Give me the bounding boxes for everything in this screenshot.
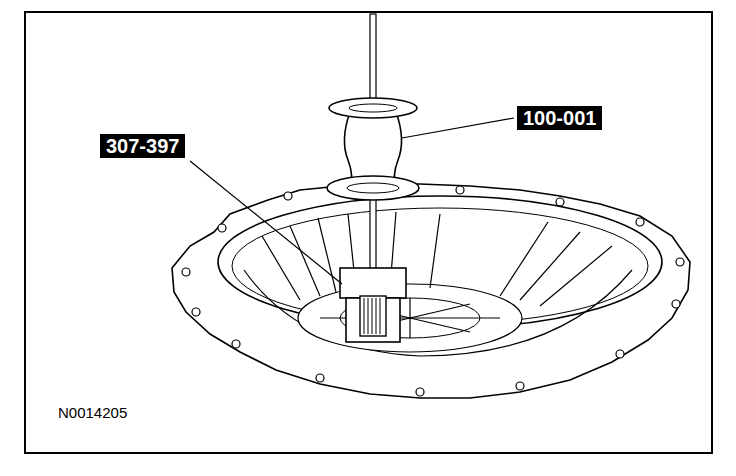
drawing-line — [298, 284, 522, 352]
drawing-line — [344, 112, 401, 186]
tool-number: 307-397 — [106, 135, 179, 157]
drawing-line — [520, 232, 580, 300]
drawing-line — [376, 298, 377, 334]
drawing-line — [290, 226, 320, 296]
drawing-line — [190, 161, 342, 284]
drawing-line — [676, 258, 684, 266]
drawing-line — [192, 308, 200, 316]
drawing-line — [327, 176, 419, 200]
figure-number: N0014205 — [58, 404, 127, 422]
drawing-line — [456, 186, 464, 194]
drawing-line — [430, 214, 440, 288]
drawing-line — [500, 222, 548, 296]
drawing-line — [284, 192, 292, 200]
drawing-line — [232, 340, 240, 348]
drawing-line — [349, 104, 397, 112]
drawing-line — [402, 118, 514, 138]
drawing-line — [244, 270, 632, 356]
drawing-line — [372, 298, 373, 334]
drawing-line — [364, 298, 365, 334]
drawing-line — [516, 382, 524, 390]
drawing-line — [616, 350, 624, 358]
drawing-line — [316, 374, 324, 382]
drawing-line — [636, 218, 644, 226]
drawing-line — [416, 388, 424, 396]
drawing-line — [329, 98, 417, 118]
drawing-line — [182, 186, 684, 396]
callout-box: 100-001 — [517, 106, 602, 130]
drawing-line — [172, 184, 690, 398]
drawing-line — [218, 224, 226, 232]
drawing-line — [360, 296, 386, 336]
drawing-line — [347, 183, 399, 193]
drawing-line — [672, 300, 680, 308]
drawing-line — [556, 198, 564, 206]
drawing-line — [340, 268, 406, 298]
drawing-line — [318, 218, 336, 292]
callout-box: 307-397 — [100, 134, 185, 158]
drawing-line — [364, 298, 380, 334]
drawing-line — [540, 246, 612, 306]
drawing-line — [262, 212, 612, 338]
drawing-line — [368, 298, 369, 334]
drawing-line — [182, 268, 190, 276]
tool-number: 100-001 — [523, 107, 596, 129]
drawing-line — [380, 298, 381, 334]
drawing-line — [25, 12, 712, 453]
